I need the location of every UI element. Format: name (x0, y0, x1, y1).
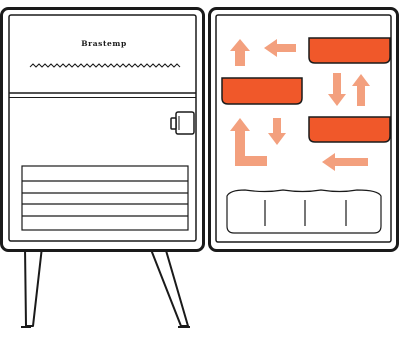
shelf-middle-left (222, 78, 302, 104)
fridge-closed-door: Brastemp (2, 9, 204, 251)
leg-right (150, 247, 188, 326)
shelf-bottom-right (309, 117, 390, 142)
fridge-interior (210, 9, 398, 251)
shelf-top-right (309, 38, 390, 63)
fridge-legs (21, 247, 190, 327)
crisper-drawer[interactable] (227, 190, 381, 233)
leg-left (25, 247, 42, 326)
brand-logo: Brastemp (81, 39, 127, 48)
vent-grille (22, 166, 188, 230)
